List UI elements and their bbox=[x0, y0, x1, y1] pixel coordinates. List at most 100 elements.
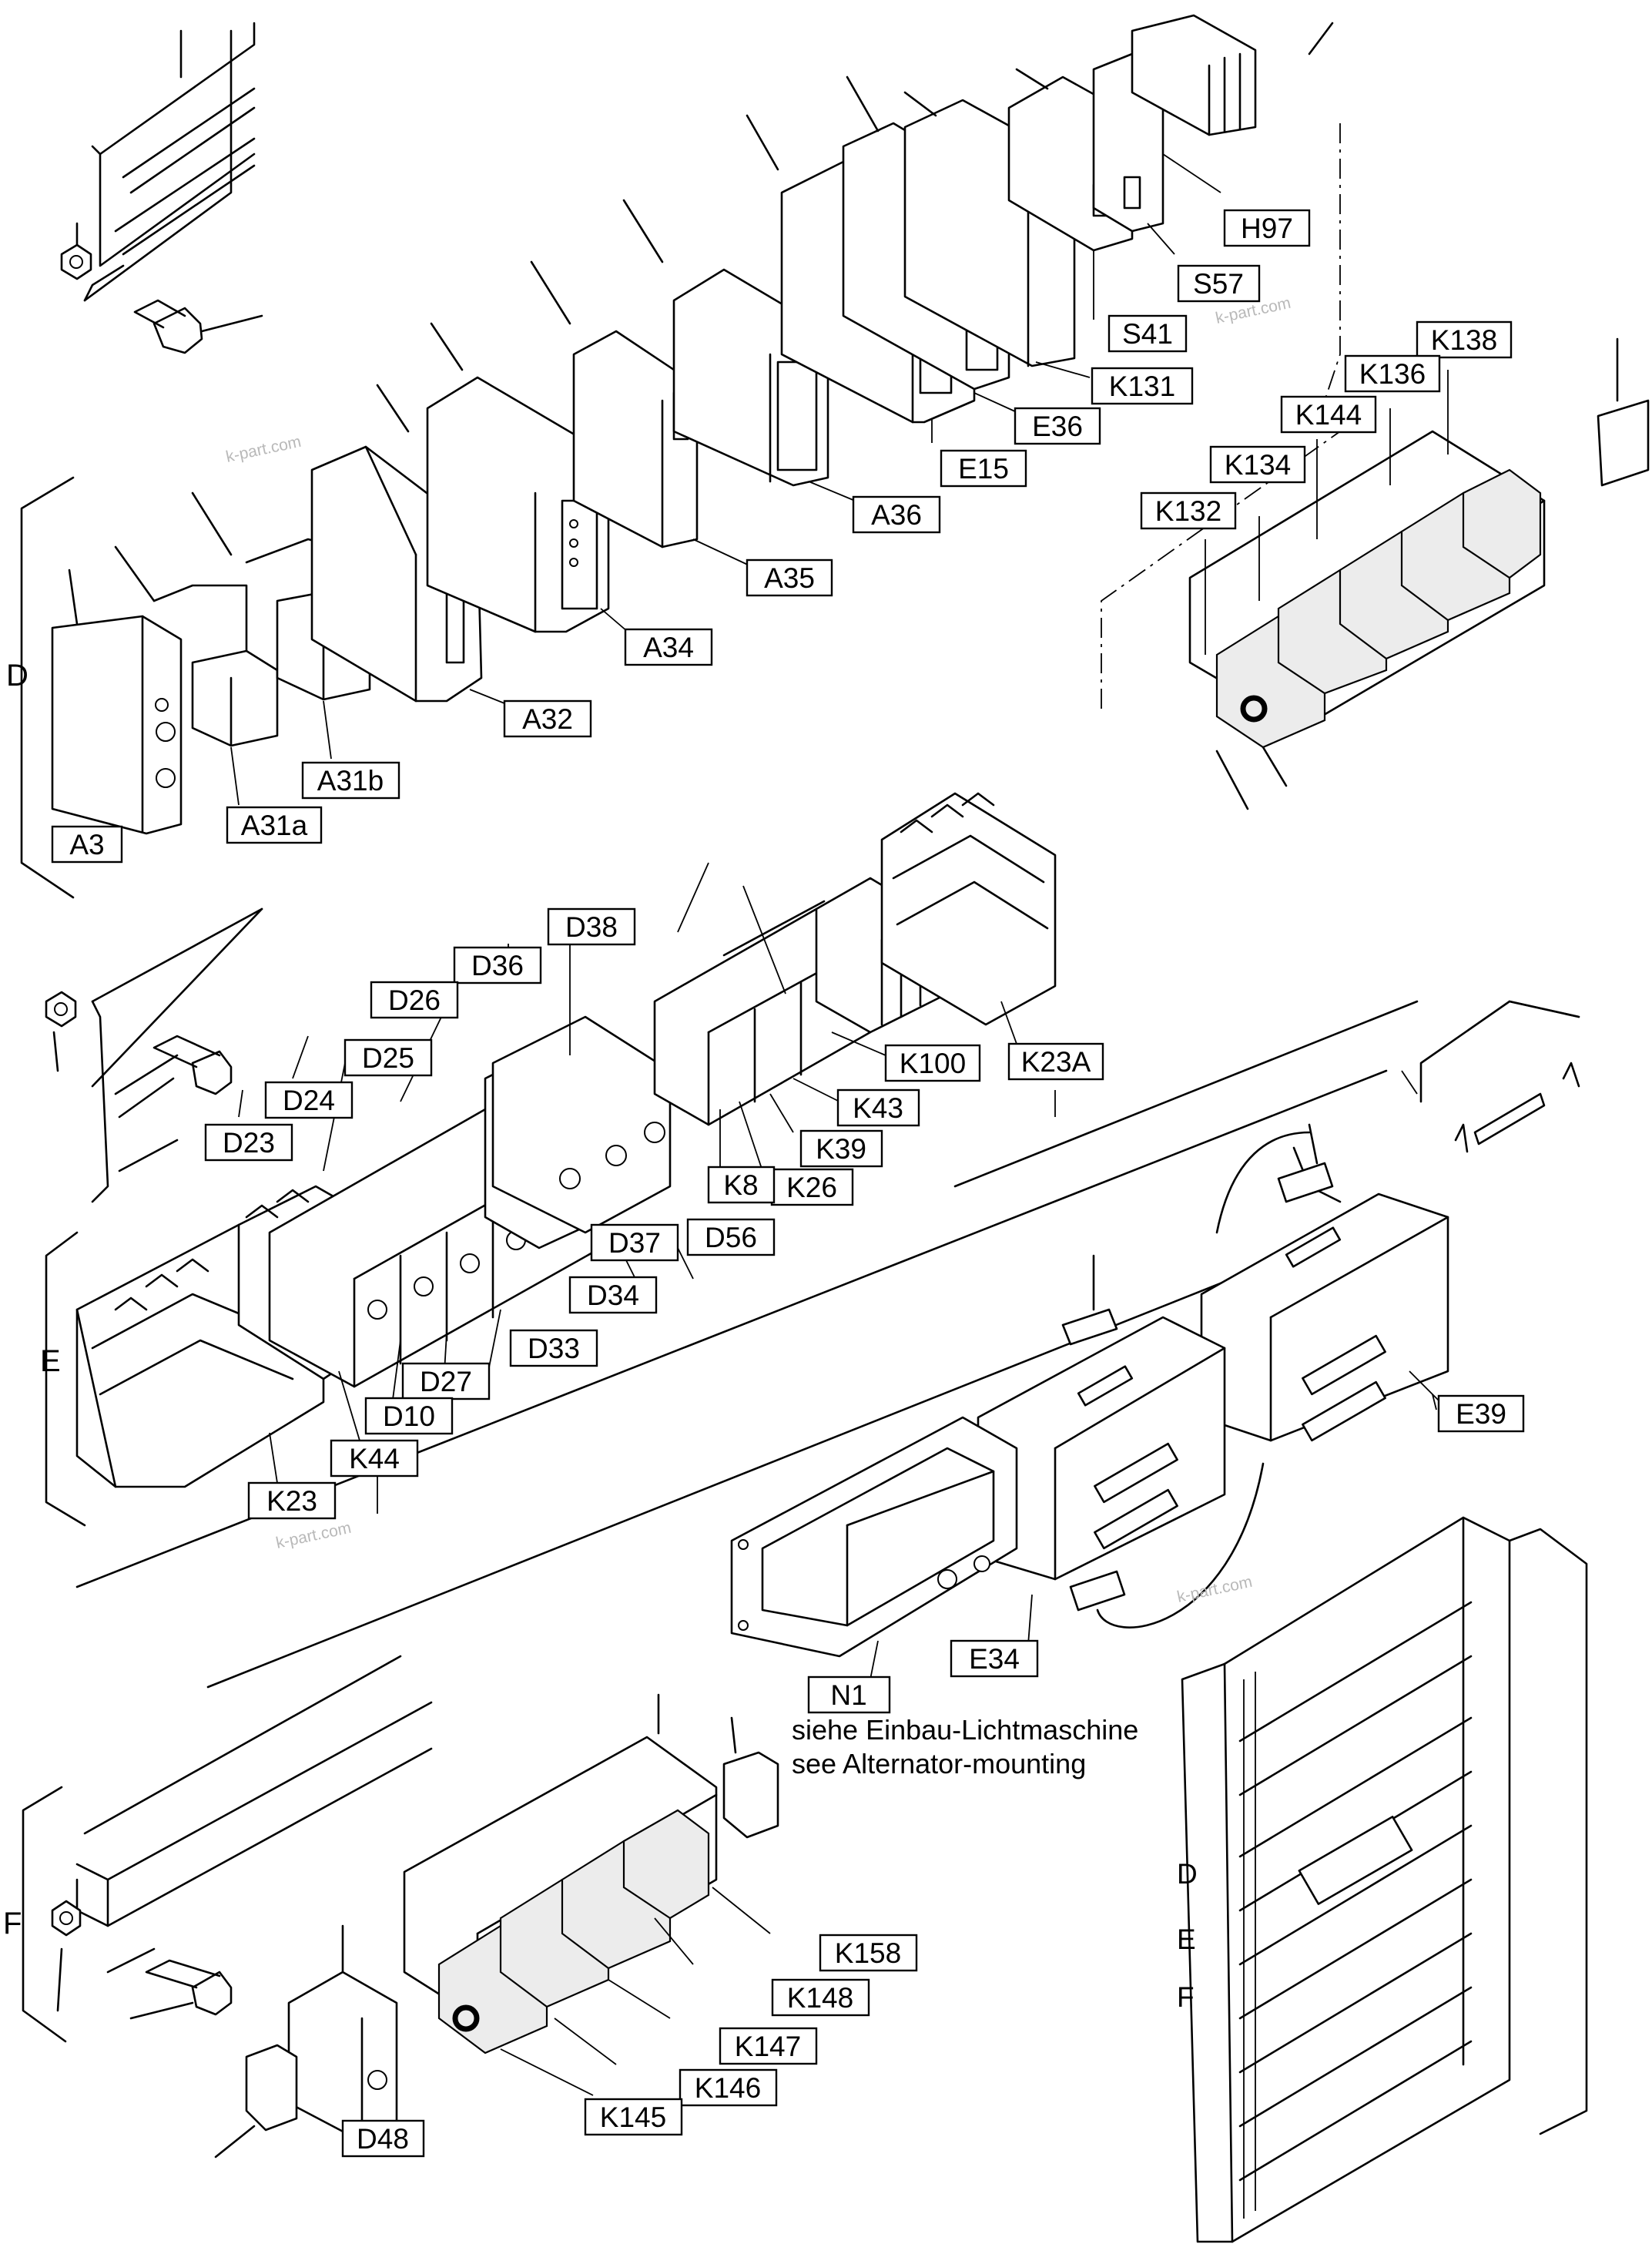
svg-text:K39: K39 bbox=[816, 1133, 866, 1165]
label-k145: K145 bbox=[584, 2098, 683, 2136]
cabinet-row-f: F bbox=[1177, 1981, 1195, 2013]
svg-text:D48: D48 bbox=[357, 2123, 409, 2155]
label-k39: K39 bbox=[799, 1129, 883, 1168]
svg-text:A31b: A31b bbox=[317, 765, 384, 797]
svg-text:K148: K148 bbox=[787, 1982, 853, 2014]
label-a31a: A31a bbox=[226, 806, 323, 844]
svg-text:D38: D38 bbox=[565, 911, 618, 943]
svg-text:A36: A36 bbox=[871, 499, 922, 531]
label-k158: K158 bbox=[819, 1934, 918, 1972]
label-s57: S57 bbox=[1177, 264, 1261, 303]
connector-box-e39 bbox=[1200, 1123, 1449, 1442]
label-a34: A34 bbox=[624, 628, 713, 666]
section-f-label: F bbox=[3, 1907, 22, 1940]
label-d33: D33 bbox=[509, 1329, 598, 1367]
label-k147: K147 bbox=[719, 2027, 818, 2065]
label-a35: A35 bbox=[746, 558, 833, 597]
watermark-2: k-part.com bbox=[224, 433, 303, 466]
label-d23: D23 bbox=[204, 1123, 293, 1162]
svg-text:K8: K8 bbox=[723, 1169, 758, 1201]
label-e15: E15 bbox=[940, 449, 1027, 488]
nut-icon-middle bbox=[45, 991, 77, 1072]
section-f-group: F bbox=[3, 1516, 1588, 2243]
terminal-h97 bbox=[1131, 14, 1334, 136]
svg-text:K145: K145 bbox=[600, 2101, 666, 2133]
svg-text:E34: E34 bbox=[969, 1643, 1020, 1675]
module-d48 bbox=[287, 1924, 398, 2143]
modules-d-row bbox=[268, 1015, 672, 1388]
svg-text:K158: K158 bbox=[835, 1937, 901, 1969]
module-a3 bbox=[51, 569, 183, 835]
label-e34: E34 bbox=[950, 1639, 1039, 1678]
label-k136: K136 bbox=[1344, 354, 1441, 393]
alternator-n1 bbox=[730, 1416, 1018, 1658]
svg-text:S57: S57 bbox=[1193, 268, 1244, 300]
label-d56: D56 bbox=[686, 1218, 776, 1256]
label-k134: K134 bbox=[1209, 445, 1306, 484]
label-h97: H97 bbox=[1223, 209, 1311, 247]
label-k44: K44 bbox=[330, 1439, 419, 1478]
label-d27: D27 bbox=[401, 1362, 491, 1400]
svg-text:A34: A34 bbox=[643, 632, 694, 663]
svg-text:E36: E36 bbox=[1032, 411, 1083, 442]
note-line-de: siehe Einbau-Lichtmaschine bbox=[792, 1714, 1138, 1746]
svg-text:K132: K132 bbox=[1155, 495, 1221, 527]
svg-text:D23: D23 bbox=[223, 1127, 275, 1159]
svg-text:E39: E39 bbox=[1456, 1398, 1506, 1430]
label-d37: D37 bbox=[590, 1223, 679, 1262]
svg-text:N1: N1 bbox=[830, 1679, 866, 1711]
section-d-label: D bbox=[6, 659, 28, 693]
label-a36: A36 bbox=[852, 495, 941, 534]
svg-text:K23A: K23A bbox=[1021, 1046, 1091, 1078]
note-line-en: see Alternator-mounting bbox=[792, 1748, 1086, 1779]
cabinet-row-e: E bbox=[1177, 1924, 1196, 1955]
cabinet-row-d: D bbox=[1177, 1858, 1198, 1890]
label-a32: A32 bbox=[503, 699, 592, 738]
svg-text:D27: D27 bbox=[420, 1366, 472, 1397]
label-k144: K144 bbox=[1280, 395, 1377, 434]
watermark-3: k-part.com bbox=[274, 1519, 353, 1552]
end-clamp-d48 bbox=[214, 2044, 298, 2158]
label-k8: K8 bbox=[707, 1166, 776, 1204]
label-k100: K100 bbox=[884, 1044, 981, 1082]
nut-icon-bottom bbox=[51, 1900, 82, 2012]
label-e36: E36 bbox=[1014, 407, 1101, 445]
label-k26: K26 bbox=[770, 1168, 854, 1206]
relay-block-top bbox=[1101, 337, 1650, 810]
svg-text:A31a: A31a bbox=[241, 810, 308, 841]
section-e-group: E bbox=[40, 792, 1580, 1689]
relay-a31a bbox=[114, 545, 279, 747]
label-d26: D26 bbox=[370, 981, 459, 1019]
svg-text:K43: K43 bbox=[853, 1092, 903, 1124]
connector-box-e34 bbox=[977, 1254, 1265, 1628]
label-e39: E39 bbox=[1437, 1394, 1525, 1433]
svg-text:A35: A35 bbox=[764, 562, 815, 594]
nut-icon bbox=[60, 222, 92, 280]
svg-text:A32: A32 bbox=[522, 703, 573, 735]
svg-text:D56: D56 bbox=[705, 1222, 757, 1253]
relay-block-bottom bbox=[403, 1693, 718, 2054]
din-rail-bottom bbox=[75, 1655, 433, 1974]
svg-text:D36: D36 bbox=[471, 950, 524, 981]
label-k23a: K23A bbox=[1007, 1042, 1104, 1081]
label-k148: K148 bbox=[771, 1978, 870, 2017]
svg-text:K136: K136 bbox=[1359, 358, 1426, 390]
label-k23: K23 bbox=[247, 1481, 337, 1520]
label-k146: K146 bbox=[679, 2068, 778, 2107]
din-rail-top bbox=[83, 22, 256, 302]
svg-text:E15: E15 bbox=[958, 453, 1009, 485]
svg-text:D34: D34 bbox=[587, 1280, 639, 1311]
svg-text:K134: K134 bbox=[1225, 449, 1291, 481]
terminal-k23a bbox=[880, 792, 1057, 1026]
svg-text:K138: K138 bbox=[1431, 324, 1497, 356]
svg-text:D24: D24 bbox=[283, 1085, 335, 1116]
svg-text:S41: S41 bbox=[1122, 318, 1173, 350]
label-a3: A3 bbox=[51, 825, 123, 864]
part-labels: H97 S57 S41 K131 E36 E15 A36 A35 A34 A32… bbox=[51, 209, 1525, 2158]
svg-text:D37: D37 bbox=[608, 1227, 661, 1259]
svg-text:K144: K144 bbox=[1295, 399, 1362, 431]
svg-text:D25: D25 bbox=[362, 1042, 414, 1074]
svg-text:K131: K131 bbox=[1109, 371, 1175, 402]
section-d-group: D bbox=[6, 14, 1650, 899]
svg-text:K147: K147 bbox=[735, 2031, 801, 2062]
